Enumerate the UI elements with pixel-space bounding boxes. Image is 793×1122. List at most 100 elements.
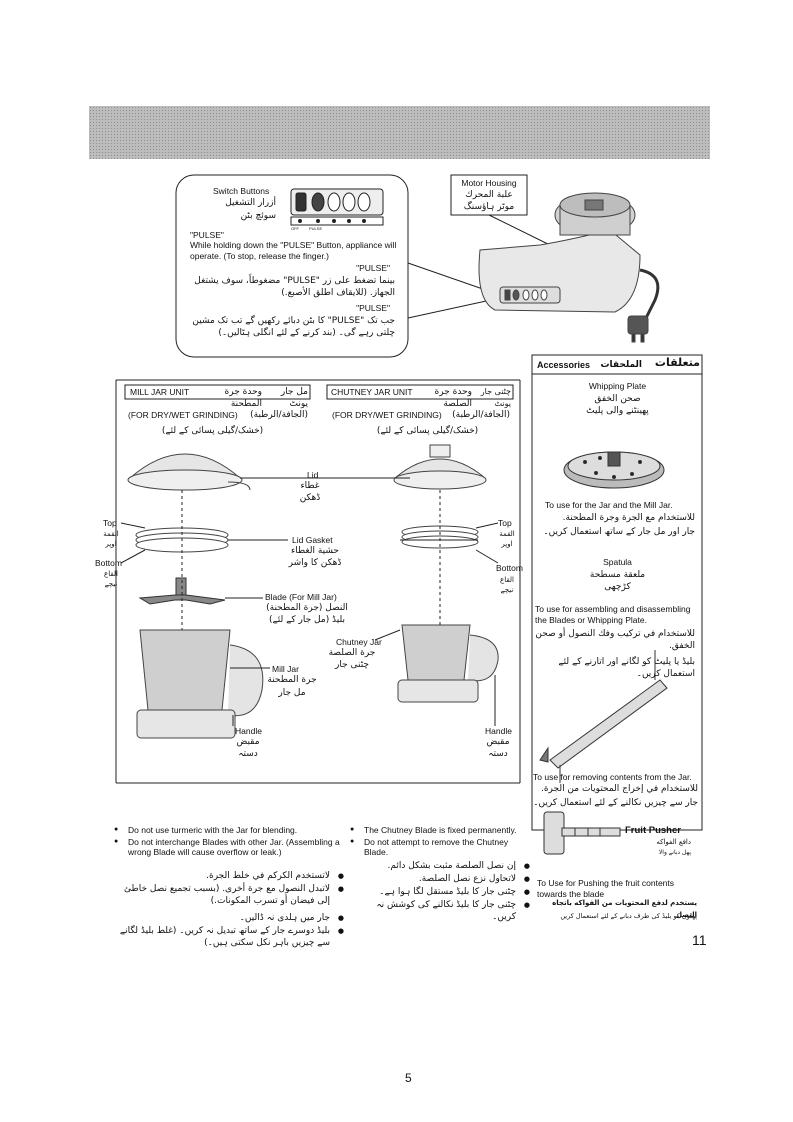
- spatula-name-ur: کڑچھی: [604, 582, 631, 592]
- whipping-plate-use-ur: جار اور مل جار کے ساتھ استعمال کریں۔: [543, 527, 695, 537]
- notes-left-en: Do not use turmeric with the Jar for ble…: [114, 825, 341, 859]
- chutney-unit-sub: (FOR DRY/WET GRINDING): [332, 410, 442, 420]
- chutney-jar-label: Chutney Jar: [336, 637, 382, 647]
- mill-unit-sub: (FOR DRY/WET GRINDING): [128, 410, 238, 420]
- note-right-ar-2: لاتحاول نزع نصل الصلصة.: [350, 873, 530, 885]
- gasket-label: Lid Gasket: [292, 535, 333, 545]
- accessories-title: Accessories: [537, 360, 591, 370]
- handle-label-left-ur: دستہ: [238, 749, 258, 759]
- fruit-pusher-graphic: [543, 811, 621, 855]
- fruit-pusher-name-ar: دافع الفواكه: [656, 838, 691, 846]
- notes-left-ur: جار میں ہلدی نہ ڈالیں۔ بلیڈ دوسرے جار کے…: [114, 912, 344, 950]
- lid-label-ur: ڈھکن: [299, 493, 321, 503]
- side-page-number: 11: [692, 932, 707, 948]
- chutney-unit-title-ar: وحدة جرة الصلصة: [434, 387, 472, 409]
- page-number: 5: [405, 1071, 412, 1085]
- top-label-left: Top: [103, 518, 117, 528]
- chutney-unit-title: CHUTNEY JAR UNIT: [331, 387, 413, 397]
- handle-label-right-ar: مقبض: [486, 737, 510, 747]
- mill-unit-title-ar: وحدة جرة المطحنة: [224, 387, 262, 409]
- spatula-graphic: [539, 650, 668, 783]
- pulse-text-en: While holding down the "PULSE" Button, a…: [190, 240, 397, 261]
- mill-jar-label: Mill Jar: [272, 664, 299, 674]
- top-label-right-ur: اوپر: [501, 540, 513, 548]
- mill-jar-label-ar: جرة المطحنة: [267, 675, 317, 685]
- note-left-en-1: Do not use turmeric with the Jar for ble…: [114, 825, 341, 836]
- bottom-label-left-ar: القاع: [104, 570, 118, 578]
- motor-housing-title: Motor Housing: [461, 178, 517, 188]
- handle-label-right-ur: دستہ: [488, 749, 508, 759]
- mill-unit-title-ur: مل جار یونٹ: [280, 387, 308, 409]
- note-left-en-2: Do not interchange Blades with other Jar…: [114, 837, 341, 858]
- motor-housing-graphic: [478, 192, 660, 343]
- whipping-plate-use-ar: للاستخدام مع الجرة وجرة المطحنة.: [562, 513, 695, 523]
- pulse-heading-ur: "PULSE": [356, 303, 390, 313]
- switch-pulse-label: PULSE: [309, 226, 323, 231]
- switch-off-label: OFF: [291, 226, 299, 231]
- whipping-plate-name: Whipping Plate: [588, 381, 647, 391]
- chutney-jar-graphic: [397, 624, 499, 703]
- switch-buttons-title-ur: سوئچ بٹن: [240, 211, 276, 221]
- notes-right-ur: چٹنی جار کا بلیڈ مستقل لگا ہوا ہے۔ چٹنی …: [350, 886, 530, 924]
- gasket-label-ur: ڈھکن کا واشر: [288, 558, 342, 568]
- chutney-jar-label-ur: چٹنی جار: [334, 660, 369, 670]
- whipping-plate-name-ur: پھینٹنے والی پلیٹ: [586, 406, 649, 416]
- note-left-ur-2: بلیڈ دوسرے جار کے ساتھ تبدیل نہ کریں۔ (غ…: [114, 925, 344, 949]
- top-label-left-ur: اوپر: [105, 540, 117, 548]
- blade-label: Blade (For Mill Jar): [265, 592, 337, 602]
- note-left-ar-2: لاتبدل النصول مع جرة أخرى. (بسبب تجميع ن…: [114, 883, 344, 907]
- mill-lid-graphic: [127, 453, 251, 491]
- fruit-pusher-name-ur: پھل دبانے والا: [658, 849, 691, 856]
- spatula-use-ar: للاستخدام في تركيب وفك النصول أو صحن الخ…: [535, 629, 695, 651]
- chutney-unit-sub-ur: (خشک/گیلی پسائی کے لئے): [376, 426, 479, 436]
- bottom-label-left: Bottom: [95, 558, 122, 568]
- note-right-en-1: The Chutney Blade is fixed permanently.: [350, 825, 530, 836]
- spatula-name-ar: ملعقة مسطحة: [589, 570, 646, 580]
- accessories-title-ur: متعلقات: [654, 356, 700, 369]
- motor-housing-title-ur: موٹر ہاؤسنگ: [463, 202, 515, 212]
- header-band: [89, 106, 710, 159]
- accessories-title-ar: الملحقات: [600, 360, 642, 370]
- spatula-use-ur: بلیڈ یا پلیٹ کو لگانے اور اتارنے کے لئے …: [558, 657, 695, 679]
- lid-label-ar: غطاء: [300, 481, 320, 491]
- handle-label-left: Handle: [235, 726, 262, 736]
- note-right-ur-1: چٹنی جار کا بلیڈ مستقل لگا ہوا ہے۔: [350, 886, 530, 898]
- chutney-unit-title-ur: چٹنی جار یونٹ: [480, 387, 511, 408]
- handle-label-left-ar: مقبض: [236, 737, 260, 747]
- lid-label: Lid: [307, 470, 319, 480]
- spatula-name: Spatula: [603, 557, 632, 567]
- whipping-plate-name-ar: صحن الخفق: [594, 394, 641, 404]
- note-right-ur-2: چٹنی جار کا بلیڈ نکالنے کی کوشش نہ کریں۔: [350, 899, 530, 923]
- switch-buttons-title-ar: أزرار التشغيل: [225, 198, 276, 208]
- mill-unit-title: MILL JAR UNIT: [130, 387, 190, 397]
- mill-unit-sub-ur: (خشک/گیلی پسائی کے لئے): [161, 426, 264, 436]
- spatula-use: To use for assembling and disassembling …: [535, 604, 691, 625]
- chutney-unit-sub-ar: (الجافة/الرطبة): [452, 410, 510, 420]
- notes-left-ar: لاتستخدم الكركم في خلط الجرة. لاتبدل الن…: [114, 870, 344, 908]
- fruit-pusher-name: Fruit Pusher: [625, 825, 681, 836]
- spatula-use2-ar: للاستخدام في إخراج المحتويات من الجرة.: [540, 784, 698, 794]
- pulse-text-ar: بينما تضغط على زر "PULSE" مضغوطاً، سوف ي…: [194, 276, 395, 298]
- whipping-plate-use: To use for the Jar and the Mill Jar.: [545, 500, 673, 510]
- mill-jar-label-ur: مل جار: [278, 688, 306, 698]
- handle-label-right: Handle: [485, 726, 512, 736]
- bottom-label-right-ar: القاع: [500, 576, 514, 584]
- motor-housing-title-ar: علبة المحرك: [465, 190, 513, 200]
- gasket-label-ar: حشية الغطاء: [291, 546, 339, 556]
- spatula-use2: To use for removing contents from the Ja…: [533, 772, 692, 782]
- top-label-right-ar: القمة: [499, 530, 515, 538]
- fruit-pusher-use-ar: يستخدم لدفع المحتويات من الفواكه باتجاه …: [552, 899, 697, 919]
- bottom-label-right-ur: نیچے: [500, 586, 514, 594]
- pulse-text-ur: جب تک "PULSE" کا بٹن دبائے رکھیں گے تب ت…: [192, 316, 395, 338]
- fruit-pusher-use-ur: پھلوں کو بلیڈ کی طرف دبانے کے لئے استعما…: [560, 912, 697, 920]
- notes-right-ar: إن نصل الصلصة مثبت بشكل دائم. لاتحاول نز…: [350, 860, 530, 886]
- fruit-pusher-use: To Use for Pushing the fruit contents to…: [537, 878, 675, 899]
- chutney-jar-label-ar: جرة الصلصة: [328, 648, 376, 658]
- bottom-label-right: Bottom: [496, 563, 523, 573]
- whipping-plate-graphic: [563, 451, 665, 489]
- note-right-en-2: Do not attempt to remove the Chutney Bla…: [350, 837, 530, 858]
- chutney-lid-graphic: [393, 444, 487, 490]
- blade-label-ur: بلیڈ (مل جار کے لئے): [269, 615, 345, 625]
- blade-label-ar: النصل (جرة المطحنة): [266, 603, 348, 613]
